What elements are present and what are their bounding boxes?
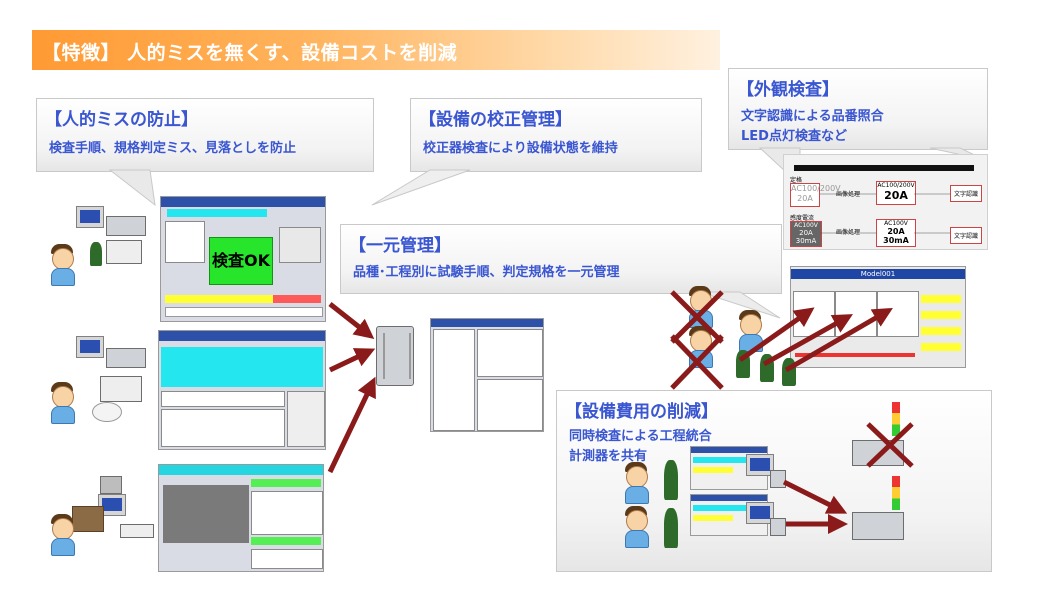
callout-prevention: 【人的ミスの防止】 検査手順、規格判定ミス、見落としを防止 (36, 98, 374, 172)
callout-calibration-title: 【設備の校正管理】 (419, 110, 572, 130)
server-icon (376, 326, 414, 386)
inspection-screen-1: 検査OK (160, 196, 326, 322)
row2-output: AC100V 20A 30mA (876, 219, 916, 247)
banner-title: 【特徴】 人的ミスを無くす、設備コストを削減 (42, 42, 458, 64)
row2-label: 感度電流 (790, 215, 815, 222)
row1-proc: 画像処理 (836, 191, 861, 198)
callout-cost-text1: 同時検査による工程統合 (569, 429, 712, 444)
row1-input: AC100/200V 20A (790, 183, 841, 207)
callout-central-text: 品種･工程別に試験手順、判定規格を一元管理 (353, 265, 620, 280)
shared-pcs (742, 452, 792, 542)
callout-central-title: 【一元管理】 (349, 236, 451, 256)
shared-screen-2 (690, 494, 768, 536)
inspection-screen-2 (158, 330, 326, 450)
row2-input: AC100V 20A 30mA (790, 221, 822, 247)
callout-appearance-title: 【外観検査】 (737, 80, 839, 100)
callout-calibration: 【設備の校正管理】 校正器検査により設備状態を維持 (410, 98, 702, 172)
callout-appearance-text1: 文字認識による品番照合 (741, 109, 884, 124)
shared-instrument (848, 476, 918, 550)
title-banner: 【特徴】 人的ミスを無くす、設備コストを削減 (32, 30, 720, 70)
management-screen (430, 318, 544, 432)
row1-label: 定格 (790, 177, 803, 184)
operator-group-2 (40, 336, 150, 436)
callout-appearance-text2: LED点灯検査など (741, 129, 847, 144)
callout-appearance: 【外観検査】 文字認識による品番照合 LED点灯検査など (728, 68, 988, 150)
callout-prevention-title: 【人的ミスの防止】 (45, 110, 198, 130)
callout-prevention-text: 検査手順、規格判定ミス、見落としを防止 (49, 141, 297, 156)
row1-result: 文字認識 (950, 185, 983, 202)
recognition-panel: 定格 AC100/200V 20A 画像処理 AC100/200V 20A 文字… (783, 154, 988, 250)
row2-proc: 画像処理 (836, 229, 861, 236)
row2-result: 文字認識 (950, 227, 983, 244)
operator-group-3 (40, 470, 155, 570)
row1-output: AC100/200V 20A (876, 181, 916, 205)
callout-cost-text2: 計測器を共有 (569, 449, 648, 464)
inspection-screen-3 (158, 464, 324, 572)
callout-central: 【一元管理】 品種･工程別に試験手順、判定規格を一元管理 (340, 224, 782, 294)
operator-group-1 (40, 200, 150, 290)
inspection-ok-indicator: 検査OK (209, 237, 273, 285)
callout-cost-title: 【設備費用の削減】 (565, 402, 718, 422)
callout-calibration-text: 校正器検査により設備状態を維持 (423, 141, 618, 156)
shared-operators (620, 452, 690, 552)
model-label: Model001 (860, 270, 896, 278)
